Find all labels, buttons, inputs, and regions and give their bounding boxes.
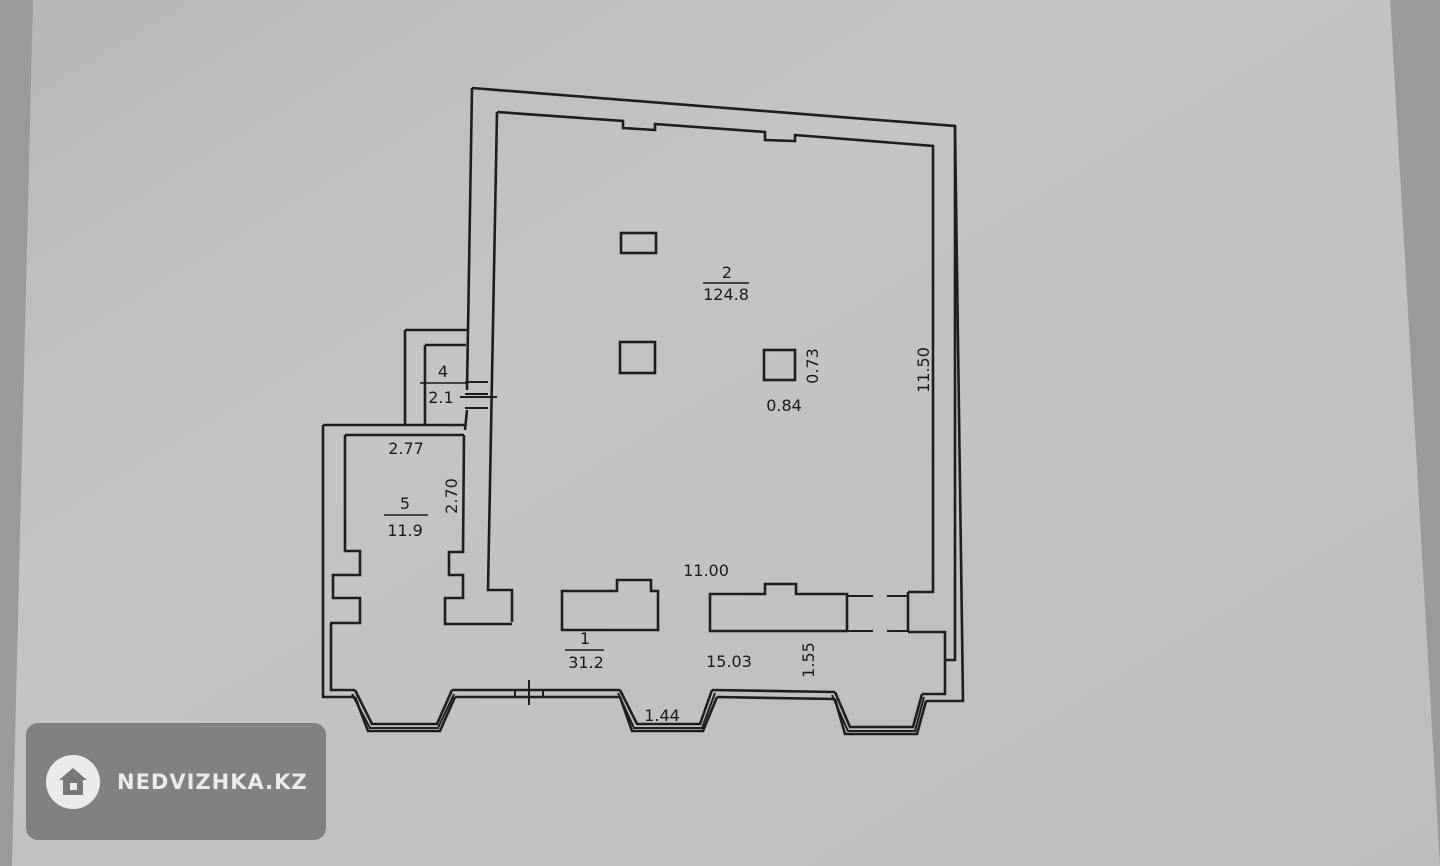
dimension-room1-length: 15.03 <box>706 652 752 671</box>
svg-text:11.9: 11.9 <box>387 521 423 540</box>
dimension-room5-width: 2.77 <box>388 439 424 458</box>
dimension-room2-height: 11.50 <box>914 347 933 393</box>
dimension-column-height: 0.73 <box>803 348 822 384</box>
dimension-room2-width: 11.00 <box>683 561 729 580</box>
svg-text:1: 1 <box>580 629 590 648</box>
room-label-5: 5 11.9 <box>384 494 428 540</box>
svg-text:2.1: 2.1 <box>428 388 453 407</box>
dimension-bay-window: 1.44 <box>644 706 680 725</box>
dimension-column-width: 0.84 <box>766 396 802 415</box>
dimension-room5-height: 2.70 <box>442 478 461 514</box>
room-label-1: 1 31.2 <box>565 629 604 672</box>
room-label-2: 2 124.8 <box>703 263 749 304</box>
svg-text:31.2: 31.2 <box>568 653 604 672</box>
watermark-badge: NEDVIZHKA.KZ <box>26 723 326 840</box>
room-label-4: 4 2.1 <box>420 362 466 407</box>
paper-sheet <box>12 0 1440 866</box>
dimension-room1-depth: 1.55 <box>799 642 818 678</box>
walls <box>321 86 965 736</box>
svg-text:124.8: 124.8 <box>703 285 749 304</box>
svg-text:5: 5 <box>400 494 410 513</box>
watermark-text: NEDVIZHKA.KZ <box>117 769 308 794</box>
svg-text:2: 2 <box>722 263 732 282</box>
house-icon <box>46 754 100 809</box>
svg-text:4: 4 <box>438 362 448 381</box>
